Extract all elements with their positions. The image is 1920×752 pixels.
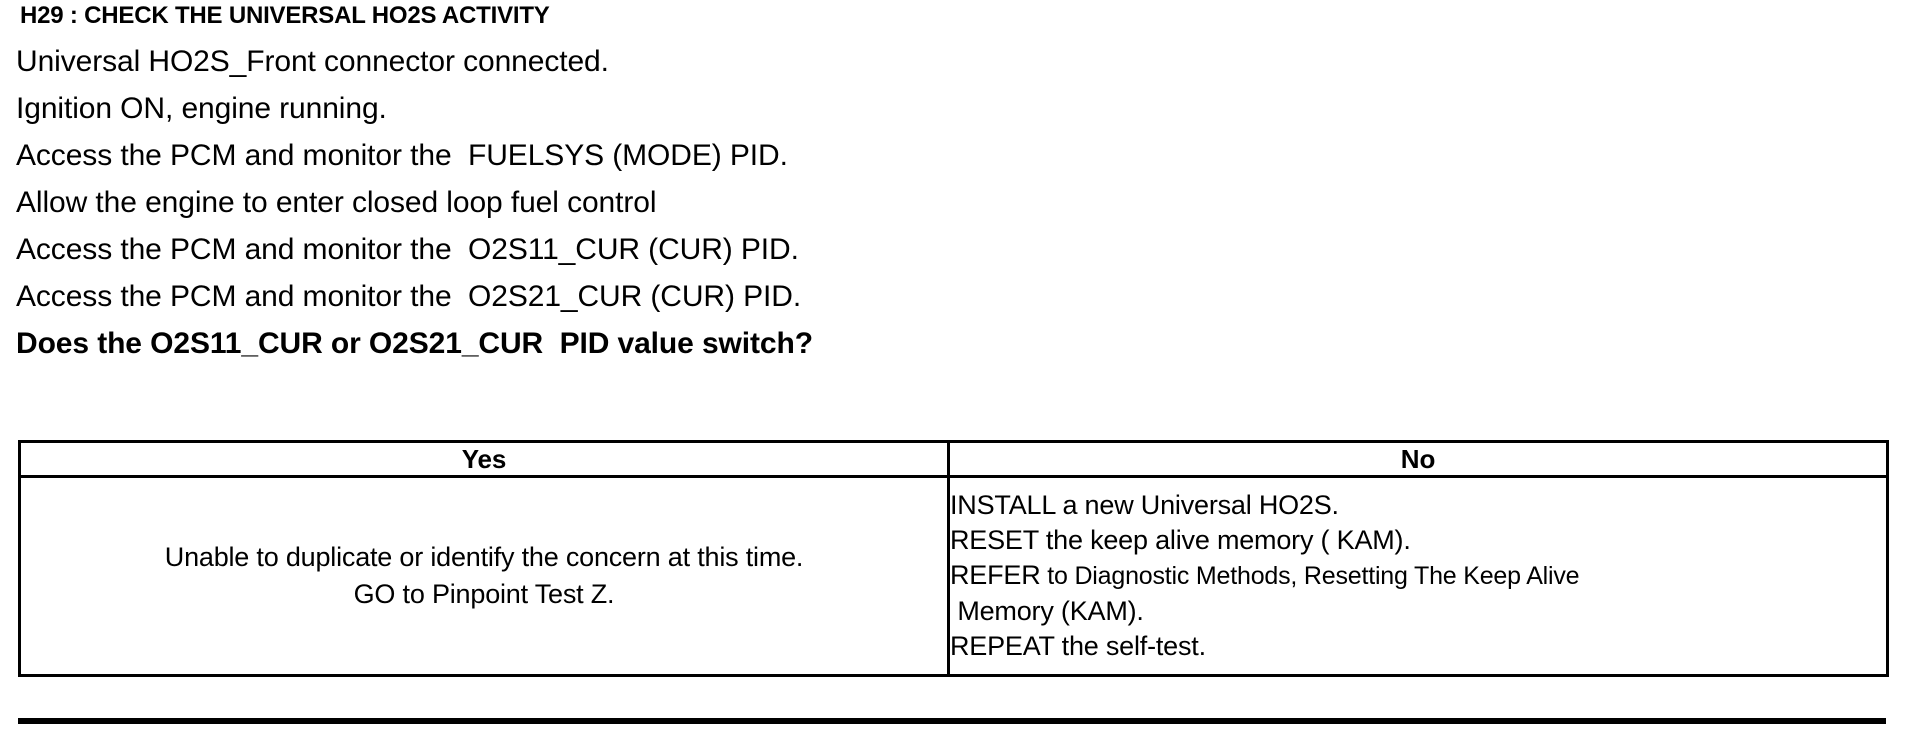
yes-outcome-cell: Unable to duplicate or identify the conc… [18, 475, 950, 677]
yes-outcome-line-2: GO to Pinpoint Test Z. [353, 579, 615, 609]
no-action-reset: RESET the keep alive memory ( KAM). [950, 525, 1411, 555]
page-title: H29 : CHECK THE UNIVERSAL HO2S ACTIVITY [20, 2, 550, 29]
instruction-line: Ignition ON, engine running. [16, 92, 387, 125]
no-action-install: INSTALL a new Universal HO2S. [950, 490, 1339, 520]
decision-table: Yes No Unable to duplicate or identify t… [18, 440, 1889, 677]
instruction-line: Universal HO2S_Front connector connected… [16, 45, 609, 78]
no-action-refer-reference: to Diagnostic Methods, Resetting The Kee… [1040, 562, 1580, 590]
no-action-repeat: REPEAT the self-test. [950, 631, 1206, 661]
yes-outcome-line-1: Unable to duplicate or identify the conc… [164, 542, 804, 572]
no-action-refer-verb: REFER [950, 560, 1041, 590]
instruction-line: Access the PCM and monitor the O2S21_CUR… [16, 280, 802, 313]
decision-question: Does the O2S11_CUR or O2S21_CUR PID valu… [16, 327, 813, 360]
section-divider-rule [18, 718, 1886, 724]
instruction-line: Access the PCM and monitor the FUELSYS (… [16, 139, 788, 172]
table-row: Unable to duplicate or identify the conc… [18, 475, 1889, 677]
instruction-line: Access the PCM and monitor the O2S11_CUR… [16, 233, 799, 266]
instruction-list: Universal HO2S_Front connector connected… [16, 38, 1896, 367]
instruction-line: Allow the engine to enter closed loop fu… [16, 186, 657, 219]
no-action-refer: REFER to Diagnostic Methods, Resetting T… [950, 558, 1886, 594]
table-header-row: Yes No [18, 440, 1889, 478]
column-header-yes: Yes [18, 440, 950, 478]
no-action-refer-continued: Memory (KAM). [950, 596, 1144, 626]
column-header-no: No [947, 440, 1889, 478]
no-outcome-cell: INSTALL a new Universal HO2S. RESET the … [947, 475, 1889, 677]
